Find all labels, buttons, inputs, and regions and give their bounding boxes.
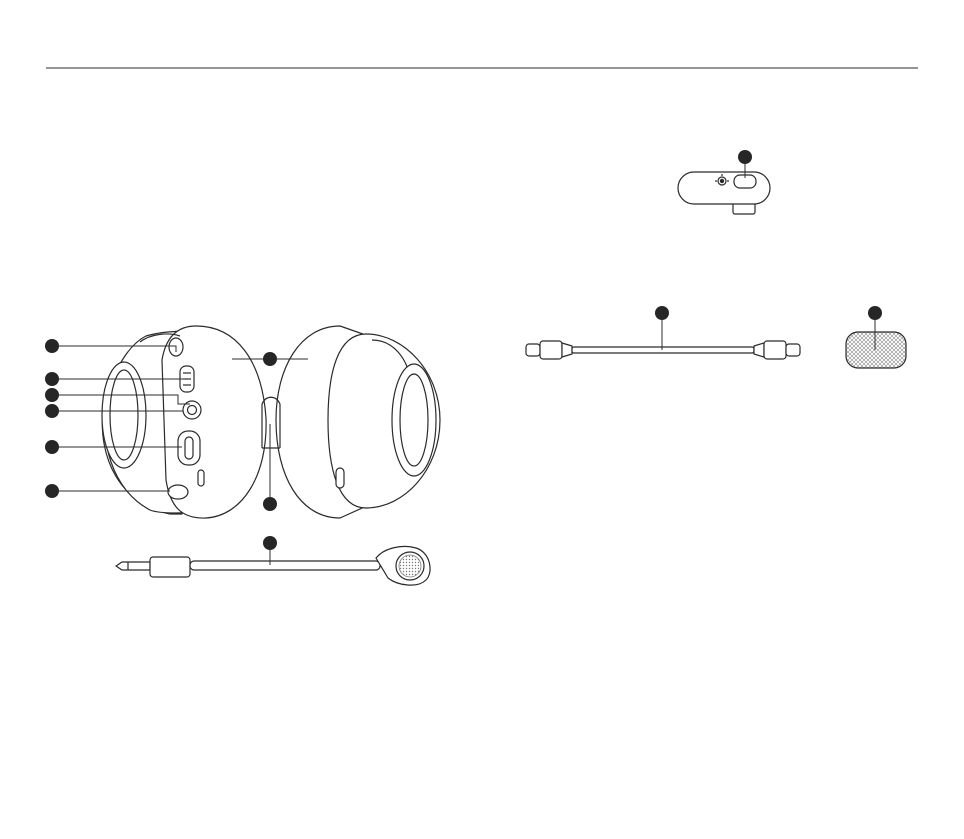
callout-7 (263, 352, 277, 366)
mesh-texture (846, 332, 906, 368)
callout-10 (738, 150, 752, 164)
callout-9 (263, 536, 277, 550)
mic-boom (190, 561, 380, 570)
callout-1 (45, 339, 59, 353)
power-button[interactable] (168, 485, 188, 499)
callout-6 (45, 484, 59, 498)
callout-11 (655, 306, 669, 320)
mic-plug-body (150, 557, 190, 577)
dongle-body (678, 172, 770, 204)
mic-windscreen (846, 332, 906, 368)
callout-3 (45, 388, 59, 402)
callout-5 (45, 440, 59, 454)
mic-plug-tip (116, 562, 150, 570)
boom-mic (116, 546, 430, 585)
right-earcup (276, 326, 440, 518)
callout-12 (868, 306, 882, 320)
callout-2 (45, 372, 59, 386)
callout-4 (45, 404, 59, 418)
status-led (198, 470, 204, 486)
left-earcup (102, 326, 266, 518)
usb-dongle (678, 172, 770, 214)
usb-c-port-icon (526, 344, 540, 356)
callout-8 (263, 497, 277, 511)
usb-c-cable (526, 341, 800, 359)
